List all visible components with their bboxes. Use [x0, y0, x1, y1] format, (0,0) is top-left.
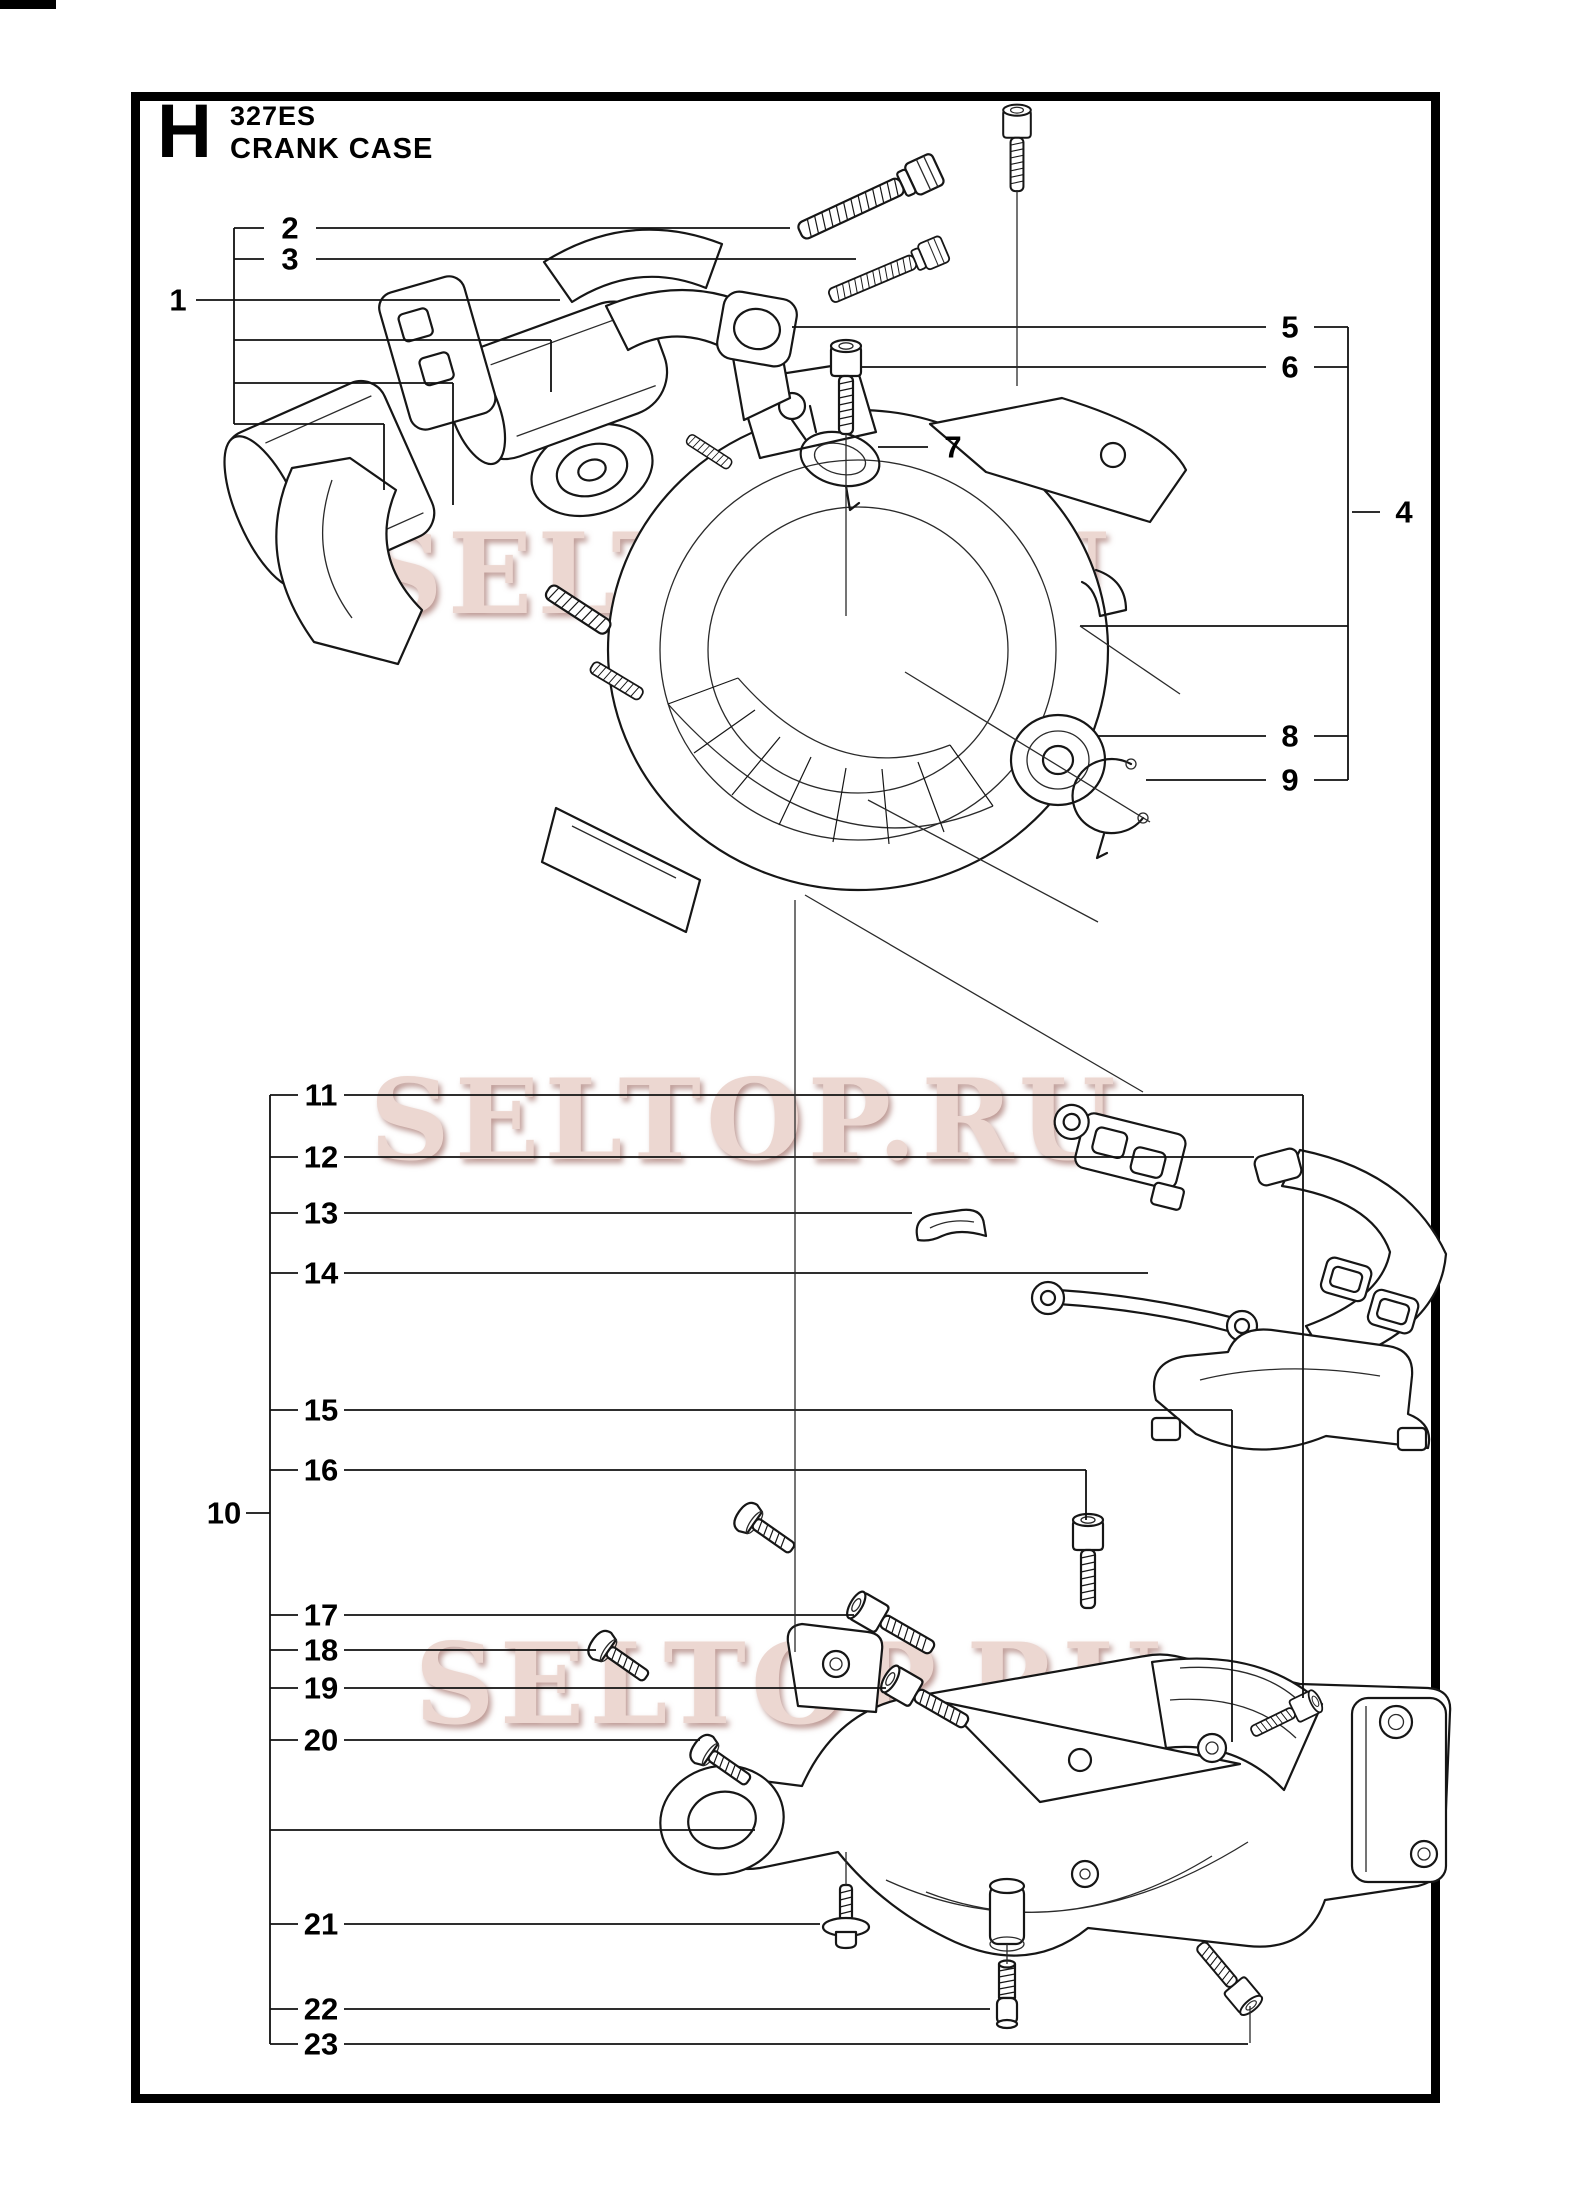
- callout-label-22: 22: [304, 1992, 338, 2027]
- page-corner-mark: [0, 0, 56, 9]
- callout-label-2: 2: [281, 211, 298, 246]
- callout-label-1: 1: [169, 283, 186, 318]
- callout-label-11: 11: [305, 1078, 338, 1113]
- bolt-item-3: [823, 234, 952, 311]
- stud-mid-left: [542, 582, 614, 638]
- screw-item-21: [821, 1883, 871, 1950]
- callout-label-19: 19: [304, 1671, 338, 1706]
- callout-label-21: 21: [304, 1907, 338, 1942]
- callout-label-12: 12: [304, 1140, 338, 1175]
- section-title: CRANK CASE: [230, 133, 434, 165]
- bottom-boss: [988, 1884, 1026, 1946]
- explode-flow-line-6: [1079, 625, 1181, 695]
- callout-label-17: 17: [304, 1598, 338, 1633]
- callout-leader-lines: [196, 190, 1380, 2045]
- gear-teeth-fan: [667, 677, 994, 845]
- top-right-arm: [928, 396, 1188, 524]
- small-clip: [915, 1208, 988, 1242]
- right-flange: [1350, 1696, 1448, 1884]
- callout-label-15: 15: [304, 1393, 338, 1428]
- gasket-plate: [716, 290, 798, 368]
- circlip: [1071, 757, 1149, 860]
- explode-flow-line-0: [804, 894, 1144, 1093]
- gasket-strip: [1030, 1280, 1259, 1343]
- lower-assembly: [582, 1103, 1452, 2030]
- ball-bearing: [1009, 713, 1107, 807]
- callout-label-23: 23: [304, 2027, 338, 2062]
- screw-item-16: [728, 1497, 803, 1564]
- upper-assembly: [223, 103, 1188, 934]
- callout-label-13: 13: [304, 1196, 338, 1231]
- boss-pair: [1319, 1256, 1420, 1335]
- crankcase-half-upper: [530, 363, 1188, 934]
- drum-shell: [275, 456, 424, 666]
- callout-label-10: 10: [207, 1496, 241, 1531]
- explode-flow-line-1: [867, 799, 1099, 923]
- callout-label-16: 16: [304, 1453, 338, 1488]
- section-letter: H: [157, 89, 212, 174]
- bolt-item-23: [1188, 1935, 1266, 2020]
- callout-label-8: 8: [1281, 719, 1298, 754]
- callout-label-9: 9: [1281, 763, 1298, 798]
- manifold-bracket: [1053, 1103, 1187, 1211]
- shroud-clamp-lower: [1150, 1328, 1431, 1452]
- callout-label-4: 4: [1395, 495, 1413, 530]
- cylinder-module: [378, 228, 792, 466]
- bolt-top-right: [1002, 103, 1032, 193]
- watermark-text-2: SELTOP.RU: [369, 1055, 1121, 1186]
- callout-label-5: 5: [1281, 310, 1298, 345]
- callout-label-20: 20: [304, 1723, 338, 1758]
- clamp-bracket: [378, 275, 497, 431]
- shell-top: [542, 228, 724, 304]
- explode-flow-line-2: [904, 671, 1151, 823]
- stud-item-22: [995, 1959, 1019, 2030]
- bolt-item-15: [1071, 1512, 1105, 1610]
- callout-label-7: 7: [944, 430, 961, 465]
- crankcase-half-lower: [659, 1622, 1452, 1957]
- model-number: 327ES: [230, 101, 317, 131]
- callout-label-18: 18: [304, 1633, 338, 1668]
- mount-foot: [540, 806, 702, 934]
- bolt-item-2: [791, 151, 947, 249]
- callout-label-6: 6: [1281, 350, 1298, 385]
- clutch-drum: [223, 379, 436, 666]
- callout-label-14: 14: [304, 1256, 339, 1291]
- rib-plate: [940, 1700, 1242, 1804]
- crank-bore: [530, 422, 654, 518]
- callout-label-3: 3: [281, 242, 298, 277]
- screw-item-18: [582, 1625, 657, 1692]
